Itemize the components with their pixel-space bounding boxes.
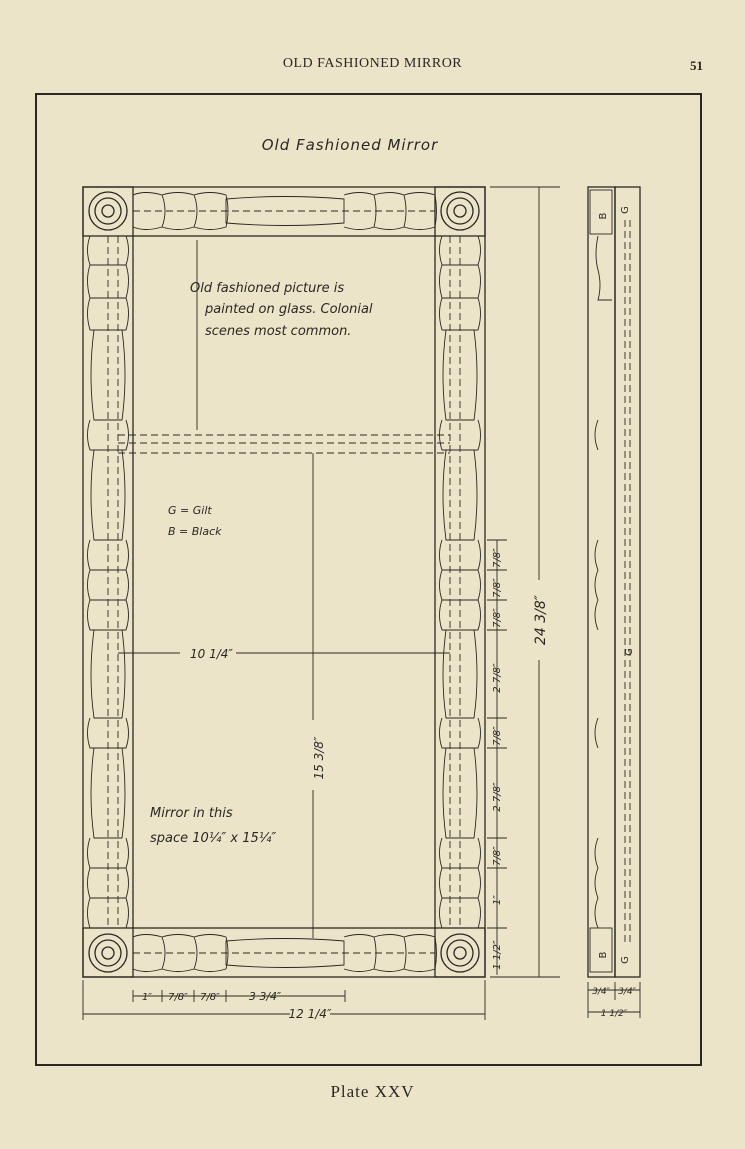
- mirror-note-line-1: Mirror in this: [150, 806, 233, 821]
- overall-width-dimension: 12 1/4″: [82, 980, 486, 1021]
- svg-text:1 1/2″: 1 1/2″: [492, 940, 503, 970]
- svg-text:G: G: [620, 206, 631, 214]
- glass-height-dimension: 15 3/8″: [312, 453, 326, 938]
- picture-note-line-1: Old fashioned picture is: [190, 281, 344, 296]
- drawing-title: Old Fashioned Mirror: [262, 136, 439, 154]
- frame-outer: [82, 186, 486, 978]
- legend-black: B = Black: [168, 525, 222, 538]
- frame-inner: [132, 235, 436, 929]
- svg-text:1 1/2″: 1 1/2″: [601, 1009, 628, 1019]
- svg-text:G: G: [624, 648, 635, 656]
- page-number: 51: [690, 58, 703, 73]
- bottom-rail: [132, 934, 437, 972]
- plate-frame: [35, 93, 702, 1066]
- legend-gilt: G = Gilt: [168, 504, 212, 517]
- overall-height-label: 24 3/8″: [533, 594, 549, 645]
- right-post: [439, 235, 481, 929]
- glass-height-label: 15 3/8″: [312, 736, 326, 779]
- svg-text:7/8″: 7/8″: [492, 726, 503, 746]
- top-rail: [132, 192, 437, 230]
- svg-text:2 7/8″: 2 7/8″: [492, 663, 503, 693]
- side-profile-view: B G B G G: [587, 186, 641, 978]
- legend: G = Gilt B = Black: [168, 504, 222, 538]
- svg-text:7/8″: 7/8″: [492, 548, 503, 568]
- svg-text:7/8″: 7/8″: [168, 992, 188, 1003]
- running-title: OLD FASHIONED MIRROR: [282, 56, 463, 71]
- svg-text:3 3/4″: 3 3/4″: [249, 990, 282, 1003]
- svg-text:3/4″: 3/4″: [618, 987, 636, 997]
- right-segment-dimensions: 7/8″ 7/8″ 7/8″ 2 7/8″ 7/8″ 2 7/8″ 7/8″ 1…: [487, 539, 507, 975]
- plate-caption: Plate XXV: [330, 1082, 415, 1101]
- svg-text:7/8″: 7/8″: [200, 992, 220, 1003]
- corner-rosettes: [82, 186, 486, 978]
- picture-note-line-2: painted on glass. Colonial: [204, 302, 373, 317]
- svg-text:1″: 1″: [492, 895, 503, 905]
- bottom-segment-dimensions: 1″ 7/8″ 7/8″ 3 3/4″: [132, 990, 346, 1003]
- side-view-dimensions: 3/4″ 3/4″ 1 1/2″: [587, 982, 641, 1019]
- svg-text:7/8″: 7/8″: [492, 578, 503, 598]
- svg-text:1″: 1″: [142, 992, 152, 1003]
- overall-height-dimension: 24 3/8″: [490, 186, 560, 978]
- overall-width-label: 12 1/4″: [289, 1007, 332, 1021]
- svg-text:3/4″: 3/4″: [592, 987, 610, 997]
- svg-text:B: B: [598, 951, 609, 958]
- svg-text:G: G: [620, 956, 631, 964]
- mirror-note: Mirror in this space 10¼″ x 15¼″: [150, 806, 276, 846]
- svg-text:B: B: [598, 212, 609, 219]
- svg-text:7/8″: 7/8″: [492, 608, 503, 628]
- inner-width-dimension: 10 1/4″: [118, 647, 450, 661]
- inner-width-label: 10 1/4″: [190, 647, 233, 661]
- mirror-note-line-2: space 10¼″ x 15¼″: [150, 831, 276, 846]
- svg-text:2 7/8″: 2 7/8″: [492, 782, 503, 812]
- left-post: [87, 235, 129, 929]
- divider-rail: [118, 434, 450, 454]
- svg-text:7/8″: 7/8″: [492, 846, 503, 866]
- picture-note-line-3: scenes most common.: [205, 324, 351, 339]
- picture-note: Old fashioned picture is painted on glas…: [190, 240, 373, 430]
